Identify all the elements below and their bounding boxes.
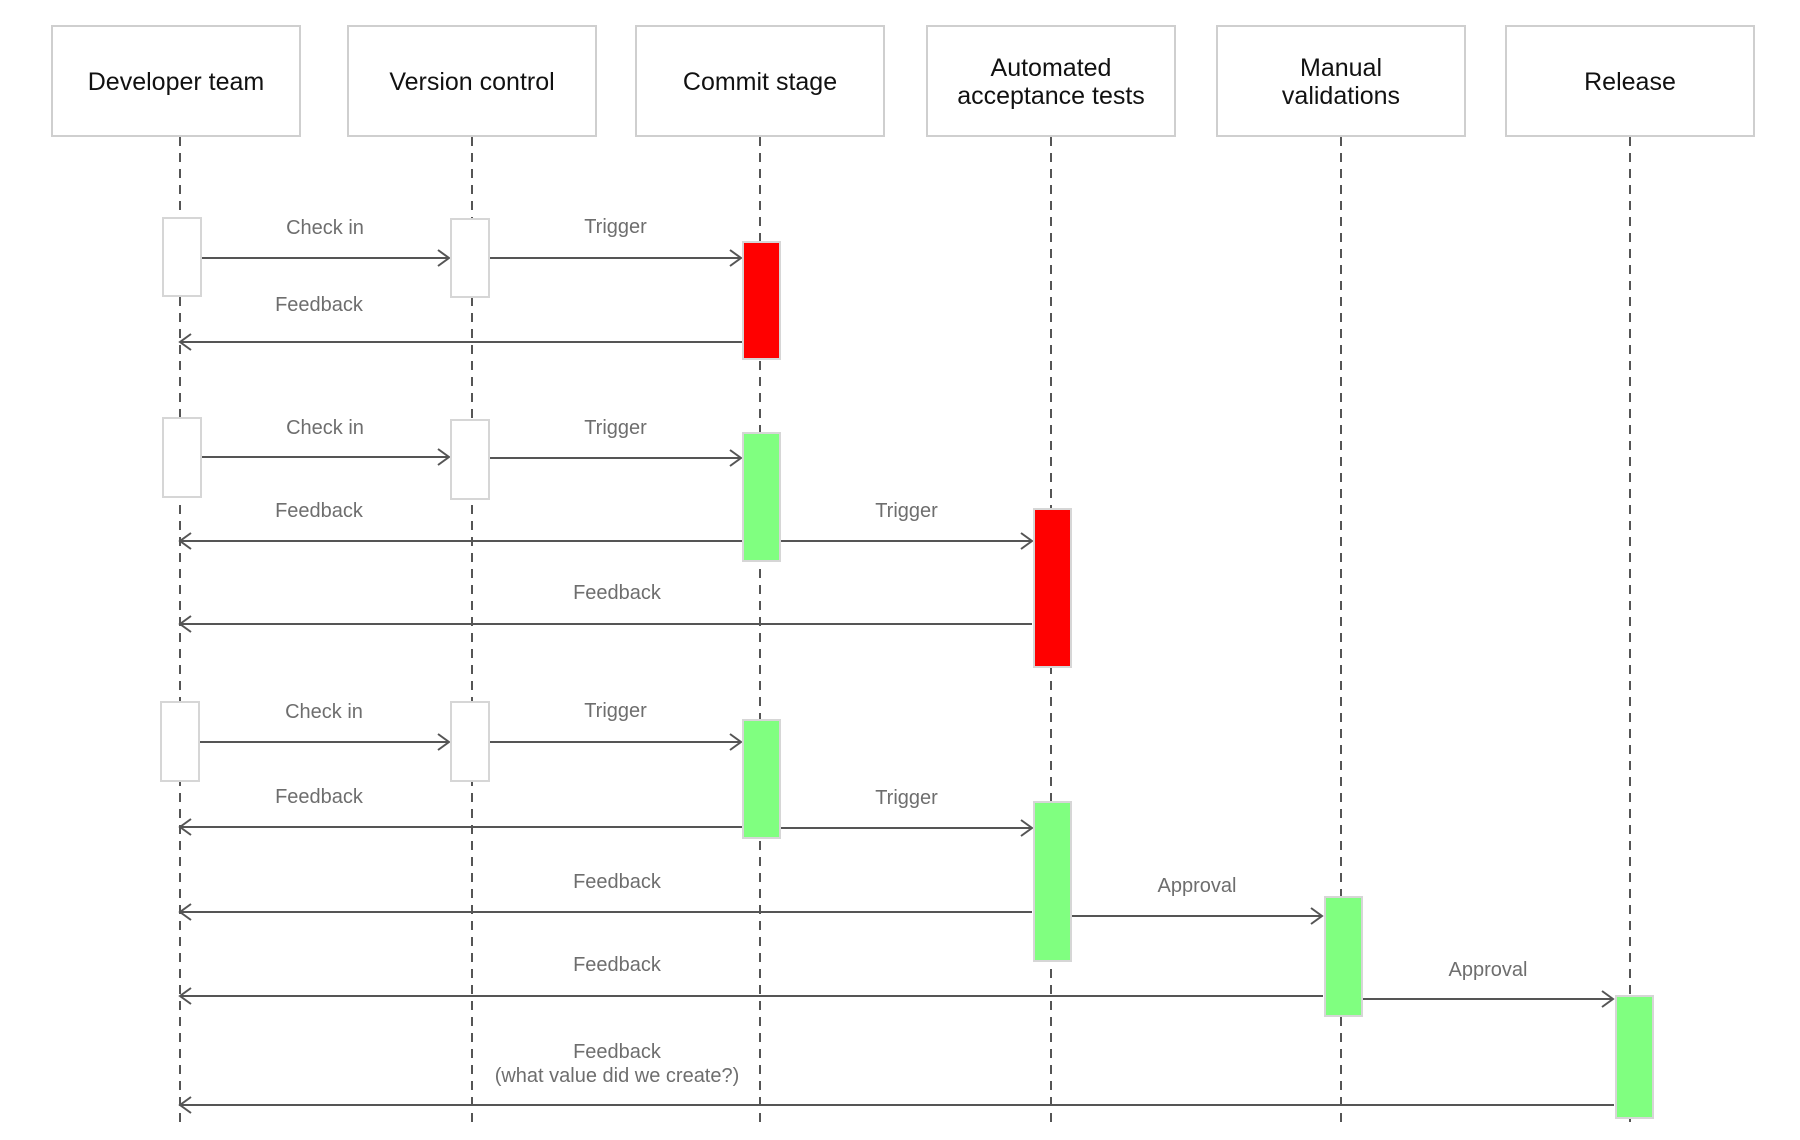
message-label: Feedback: [275, 786, 364, 808]
message-arrow: Trigger: [490, 216, 743, 267]
activation-vc-idle: [450, 218, 490, 298]
message-label: Feedback: [573, 1041, 662, 1063]
activation-dev-idle: [160, 701, 200, 782]
message-arrow: Trigger: [490, 417, 743, 467]
message-label: Feedback: [573, 871, 662, 893]
message-label: Trigger: [875, 787, 938, 809]
arrowhead-icon: [178, 333, 192, 351]
lane-header-label: Developer team: [88, 68, 264, 96]
message-arrow: Feedback: [178, 294, 743, 351]
lane-header-label: validations: [1282, 82, 1400, 110]
lane-header-commit: Commit stage: [635, 25, 885, 137]
activation-auto-fail: [1033, 508, 1072, 668]
arrowhead-icon: [178, 818, 192, 836]
arrowhead-icon: [178, 987, 192, 1005]
lane-header-label: acceptance tests: [957, 82, 1145, 110]
arrowhead-icon: [437, 448, 451, 466]
arrowhead-icon: [1020, 819, 1034, 837]
message-label: Feedback: [275, 500, 364, 522]
lane-header-box: [926, 25, 1176, 137]
message-label: Check in: [285, 701, 363, 723]
lane-header-box: [51, 25, 301, 137]
activation-release-pass: [1615, 995, 1654, 1119]
message-arrow: Trigger: [781, 787, 1034, 837]
lane-header-label: Commit stage: [683, 68, 837, 96]
activation-commit-pass: [742, 719, 781, 839]
message-arrow: Check in: [199, 701, 451, 751]
message-arrow: Feedback: [178, 871, 1032, 921]
activation-dev-idle: [162, 217, 202, 297]
message-label: Approval: [1158, 875, 1237, 897]
message-label: Check in: [286, 417, 364, 439]
lane-header-vc: Version control: [347, 25, 597, 137]
lane-header-dev: Developer team: [51, 25, 301, 137]
message-label: Feedback: [275, 294, 364, 316]
activation-vc-idle: [450, 419, 490, 500]
message-label: Approval: [1449, 959, 1528, 981]
lane-header-box: [347, 25, 597, 137]
activation-manual-pass: [1324, 896, 1363, 1017]
message-label: Trigger: [584, 216, 647, 238]
arrowhead-icon: [729, 733, 743, 751]
message-label: Feedback: [573, 954, 662, 976]
arrowhead-icon: [729, 449, 743, 467]
message-arrow: Feedback: [178, 786, 743, 836]
lane-header-box: [1505, 25, 1755, 137]
arrowhead-icon: [437, 733, 451, 751]
message-label: Trigger: [584, 417, 647, 439]
lane-header-label: Release: [1584, 68, 1676, 96]
arrowhead-icon: [178, 1096, 192, 1114]
message-arrow: Feedback: [178, 954, 1323, 1005]
message-arrow: Check in: [201, 217, 451, 267]
arrowhead-icon: [1020, 532, 1034, 550]
arrowhead-icon: [178, 903, 192, 921]
message-arrow: Approval: [1363, 959, 1615, 1008]
activation-commit-pass: [742, 432, 781, 562]
arrowhead-icon: [437, 249, 451, 267]
message-label: (what value did we create?): [495, 1065, 740, 1087]
arrowhead-icon: [178, 615, 192, 633]
message-arrow: Feedback: [178, 582, 1032, 633]
message-arrow: Approval: [1072, 875, 1324, 925]
activation-vc-idle: [450, 701, 490, 782]
activation-commit-fail: [742, 241, 781, 360]
message-arrow: Check in: [201, 417, 451, 466]
lane-header-box: [1216, 25, 1466, 137]
lane-header-release: Release: [1505, 25, 1755, 137]
lane-header-box: [635, 25, 885, 137]
message-label: Check in: [286, 217, 364, 239]
message-label: Trigger: [584, 700, 647, 722]
message-label: Trigger: [875, 500, 938, 522]
activation-auto-pass: [1033, 801, 1072, 962]
lane-header-label: Version control: [389, 68, 554, 96]
message-arrow: Feedback(what value did we create?): [178, 1041, 1614, 1114]
arrowhead-icon: [1601, 990, 1615, 1008]
message-label: Feedback: [573, 582, 662, 604]
message-arrow: Feedback: [178, 500, 743, 550]
lane-header-label: Manual: [1300, 54, 1382, 82]
arrowhead-icon: [1310, 907, 1324, 925]
arrowhead-icon: [178, 532, 192, 550]
arrowhead-icon: [729, 249, 743, 267]
message-arrow: Trigger: [490, 700, 743, 751]
message-arrow: Trigger: [781, 500, 1034, 550]
activation-dev-idle: [162, 417, 202, 498]
lane-header-label: Automated: [991, 54, 1112, 82]
